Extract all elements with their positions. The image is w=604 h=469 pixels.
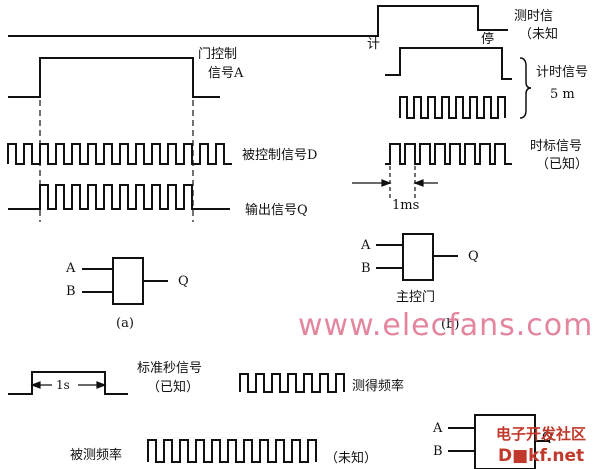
measured-frequency-label: 测得频率 — [352, 379, 405, 394]
caption-b: (b) — [441, 317, 460, 332]
one-s-label: 1s — [56, 378, 70, 392]
measured-signal-label: 测时信 — [514, 9, 554, 24]
one-ms-arrowhead-left — [381, 179, 392, 187]
caption-a: (a) — [116, 316, 134, 331]
one-ms-arrowhead-right — [413, 179, 424, 187]
gate-a-input-b-label: B — [66, 284, 76, 299]
time-base-waveform — [385, 143, 512, 165]
gate-c-body — [474, 414, 536, 469]
standard-second-waveform — [8, 371, 128, 395]
timing-signal-waveform — [385, 47, 512, 80]
gate-control-waveform — [8, 57, 220, 98]
watermark-elecfans: www.elecfans.com — [298, 308, 594, 343]
gate-a-input-a-label: A — [66, 261, 76, 276]
one-s-arrowhead-left — [30, 381, 41, 389]
freq-unknown-label: （未知） — [325, 451, 378, 466]
time-base-signal-label: 时标信号 — [530, 139, 583, 154]
gate-b-input-a-label: A — [361, 238, 371, 253]
start-label: 计 — [367, 37, 381, 52]
gate-control-label-line1: 门控制 — [198, 47, 238, 62]
standard-known-label: （已知） — [147, 380, 200, 395]
gate-a-output-label: Q — [178, 274, 189, 289]
gate-b-body — [402, 233, 434, 281]
gate-a-body — [112, 257, 144, 305]
output-signal-waveform — [8, 184, 230, 210]
counted-pulses-waveform — [399, 96, 506, 119]
measured-frequency-waveform — [239, 373, 345, 393]
controlled-signal-waveform — [7, 143, 232, 165]
gate-c-output-label: Q — [542, 430, 553, 445]
gate-control-label-line2: 信号A — [208, 66, 244, 81]
timing-brace — [519, 57, 532, 119]
one-ms-label: 1ms — [392, 198, 420, 213]
gate-b-output-label: Q — [468, 249, 479, 264]
gate-c-input-a-label: A — [433, 421, 443, 436]
controlled-signal-label: 被控制信号D — [242, 148, 318, 163]
timing-signal-label: 计时信号 — [536, 65, 589, 80]
output-signal-label: 输出信号Q — [245, 203, 308, 218]
timing-5m-label: 5 m — [550, 87, 575, 102]
measured-unknown-label: （未知 — [519, 27, 559, 42]
main-gate-label: 主控门 — [396, 290, 436, 305]
watermark-corner-bottom: D■kf.net — [498, 446, 585, 466]
time-base-known-label: （已知） — [536, 157, 589, 172]
stop-label: 停 — [481, 32, 495, 47]
freq-under-test-waveform — [147, 439, 317, 463]
watermark-corner-top: 电子开发社区 — [496, 425, 587, 443]
gate-b-input-b-label: B — [361, 261, 371, 276]
standard-second-label: 标准秒信号 — [137, 361, 203, 376]
gate-c-input-b-label: B — [433, 444, 443, 459]
one-s-arrowhead-right — [96, 381, 107, 389]
measured-time-waveform — [8, 5, 508, 37]
freq-under-test-label: 被测频率 — [70, 448, 123, 463]
